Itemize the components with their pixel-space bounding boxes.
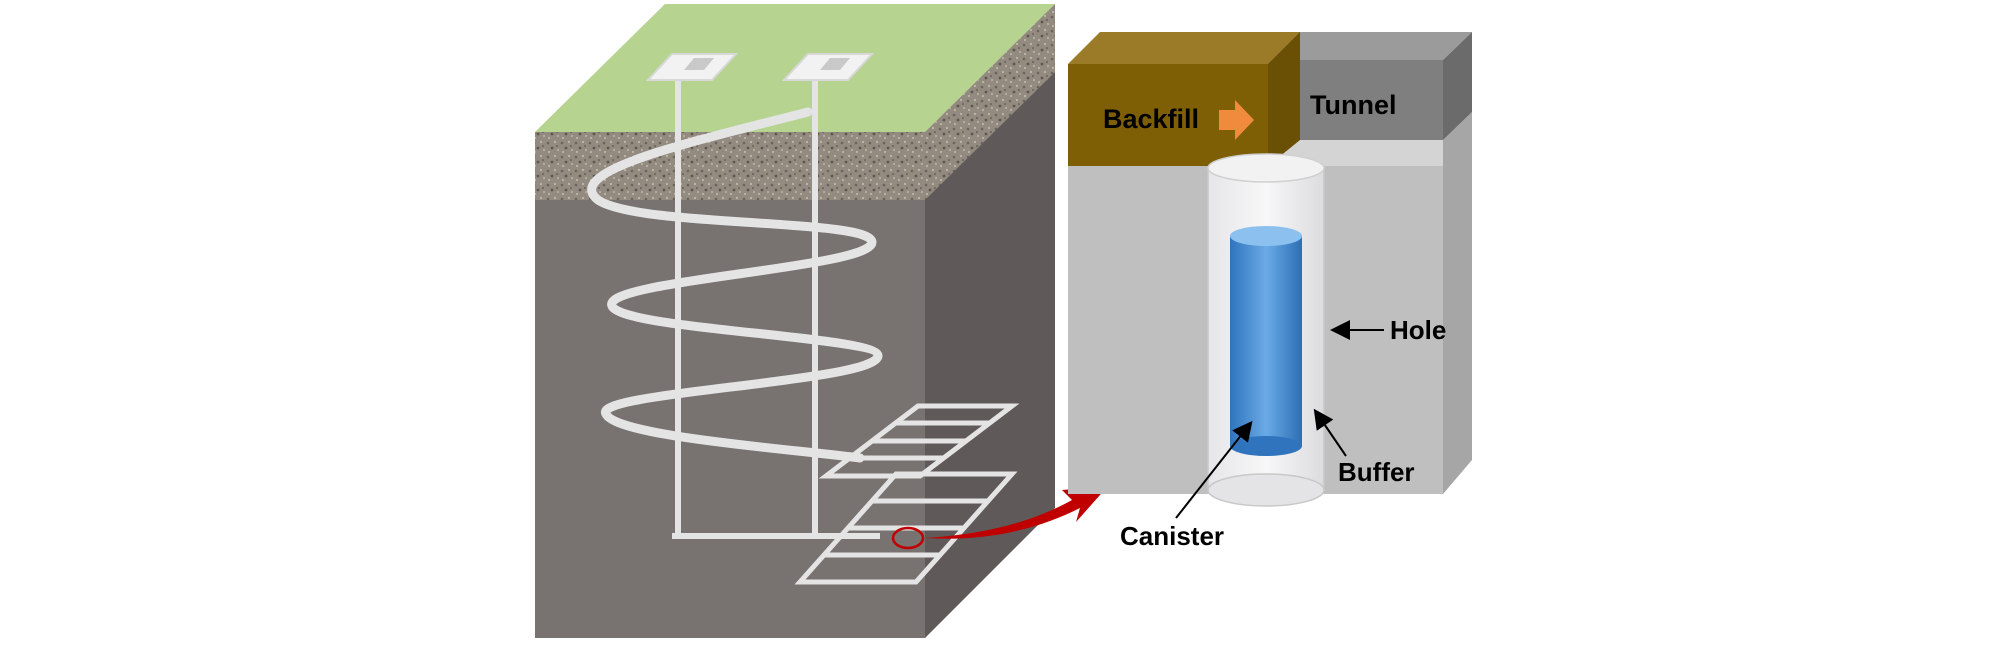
square-pad-icon: [645, 53, 739, 81]
canister-pointer: [1175, 420, 1253, 519]
highlight-circle: [891, 526, 925, 550]
spiral-ramp: [587, 107, 883, 463]
canister-top: [1230, 226, 1302, 246]
hole-bottom: [1207, 473, 1325, 507]
repository-block: [535, 4, 1055, 638]
canister-bottom: [1230, 436, 1302, 456]
detail-view: Backfill Tunnel Hole Buffer Canister: [1068, 32, 1472, 551]
hole-label: Hole: [1390, 315, 1446, 345]
orange-right-arrow-icon: [1219, 100, 1254, 140]
backfill-top: [1068, 32, 1300, 64]
tunnel-side: [1443, 32, 1472, 140]
backfill-side: [1268, 32, 1300, 166]
detail-rock-side: [1443, 112, 1472, 494]
canister-body: [1230, 236, 1302, 446]
tunnel-top: [1266, 32, 1472, 60]
canister-label: Canister: [1120, 521, 1224, 551]
hole-top: [1207, 153, 1325, 183]
soil-layer-side: [925, 4, 1055, 200]
tunnel-front: [1266, 60, 1443, 140]
disposal-panel-upper: [818, 403, 1020, 479]
buffer-label: Buffer: [1338, 457, 1415, 487]
tunnel-label: Tunnel: [1310, 90, 1396, 120]
backfill-front: [1068, 64, 1268, 166]
square-pad-icon: [781, 53, 875, 81]
backfill-label: Backfill: [1103, 104, 1199, 134]
soil-layer-front: [535, 132, 925, 200]
buffer-pointer: [1313, 408, 1347, 457]
